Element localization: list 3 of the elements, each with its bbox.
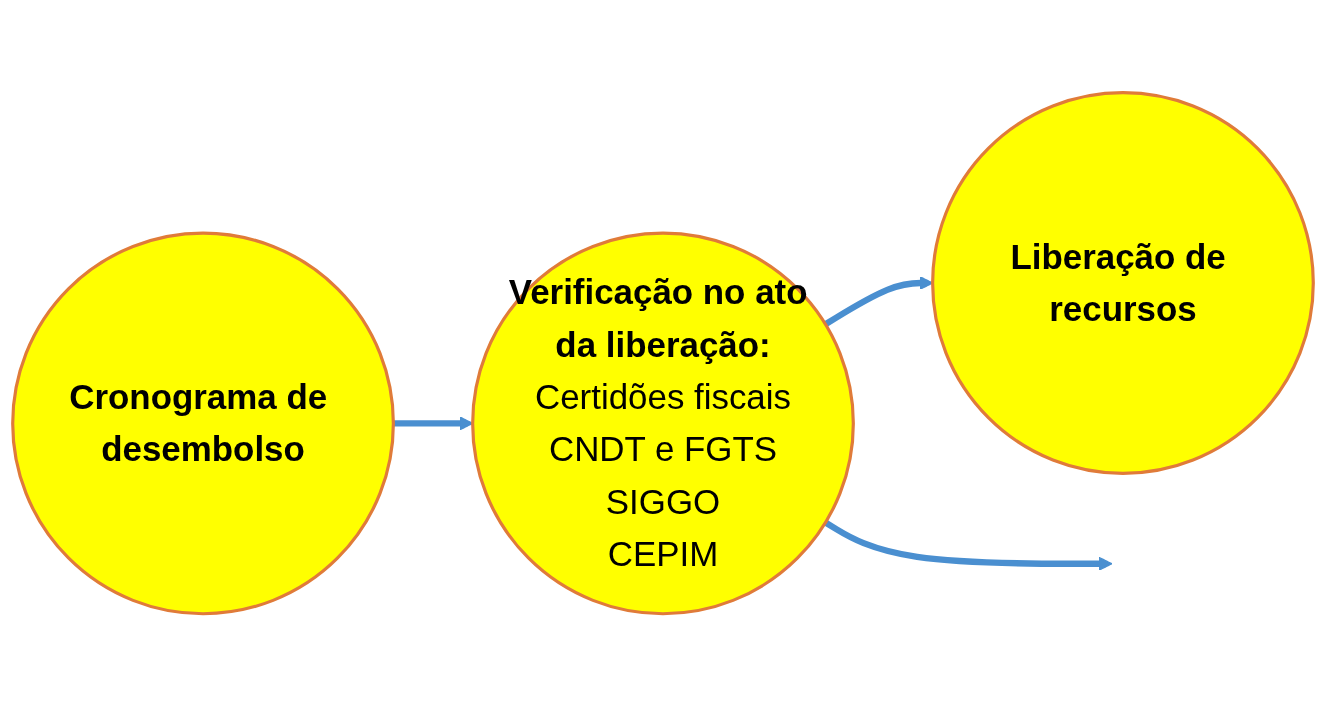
node-circle: Cronograma de desembolso xyxy=(11,231,395,616)
arrow xyxy=(823,519,1113,571)
node-circle: Liberação de recursos xyxy=(931,90,1315,475)
